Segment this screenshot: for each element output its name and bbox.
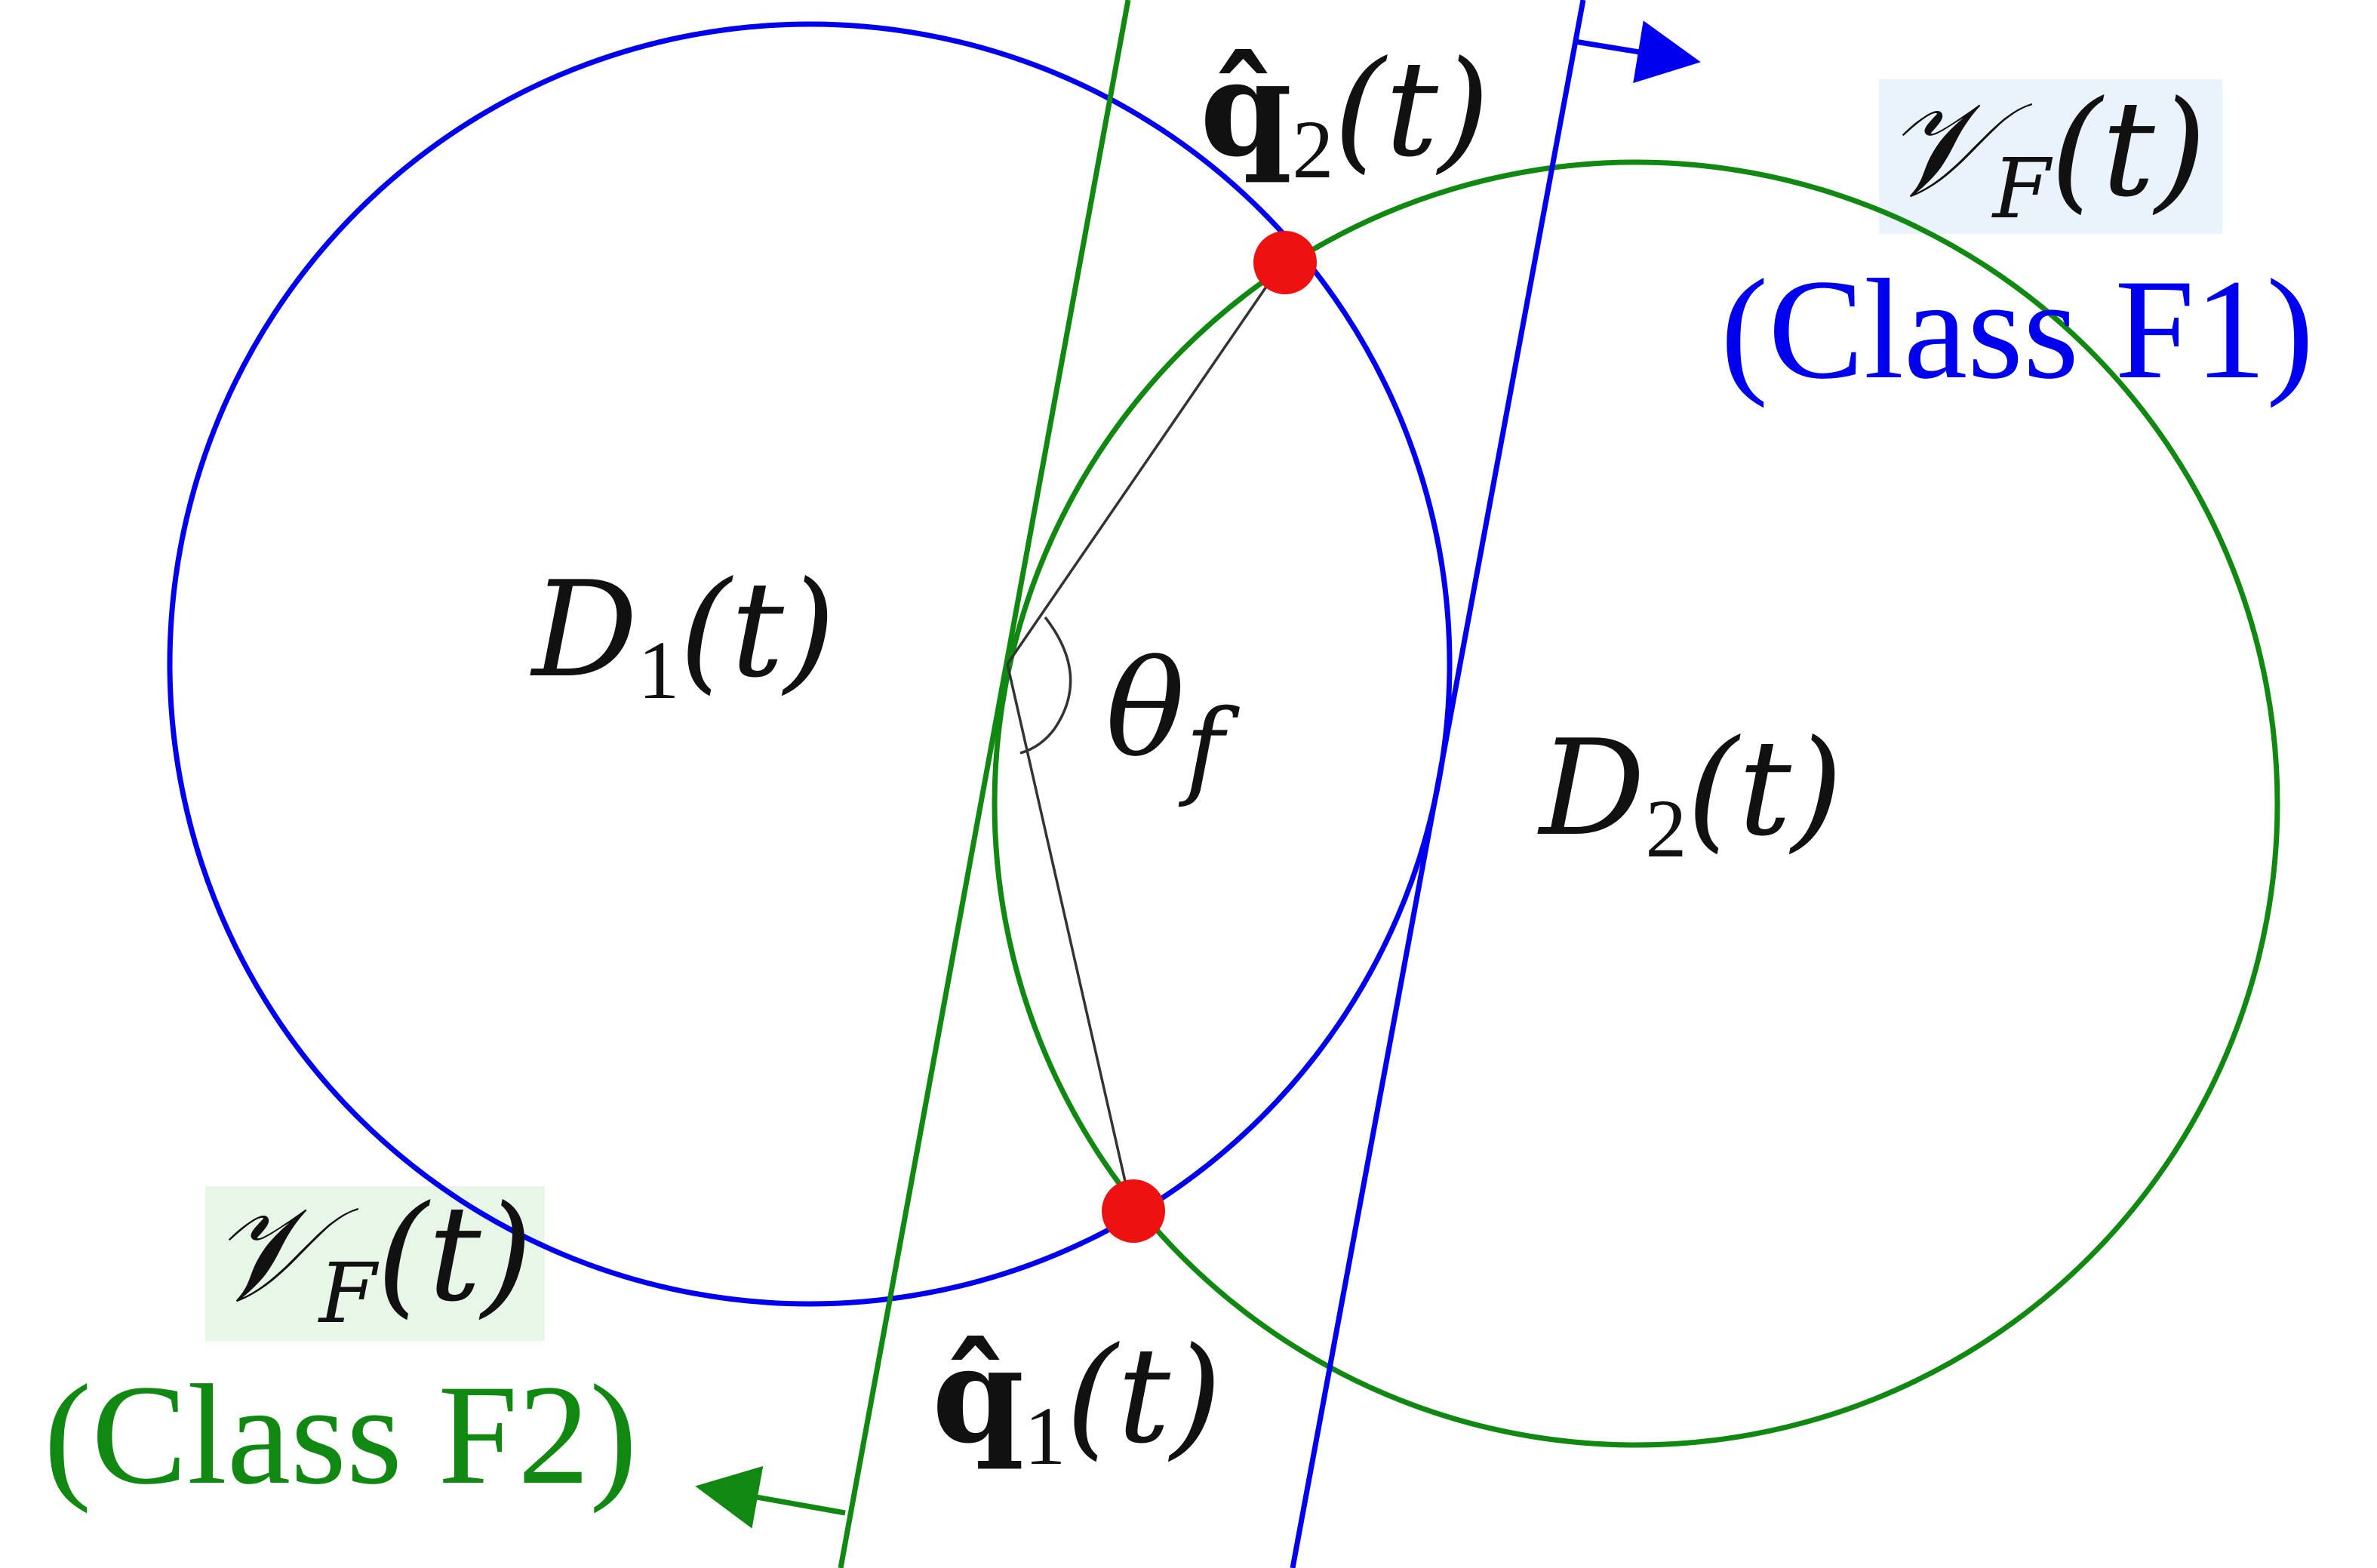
vf-top-label-background: [1879, 79, 2222, 234]
label-vf-top-argument: (t): [2050, 73, 2206, 226]
point-q1: [1102, 1179, 1165, 1243]
label-q2-symbol: q̂: [1200, 32, 1292, 186]
label-theta-subscript: f: [1178, 687, 1240, 810]
label-d1-symbol: D: [530, 554, 638, 707]
blue-boundary-line: [1290, 0, 1586, 1568]
label-q2-argument: (t): [1333, 33, 1490, 186]
label-d2: D2(t): [1537, 712, 1843, 875]
point-q2: [1253, 231, 1317, 294]
label-q1: q̂1(t): [932, 1318, 1222, 1482]
label-vf-bottom-subscript: F: [318, 1245, 380, 1342]
label-d1-argument: (t): [679, 554, 835, 707]
disk-d1-boundary: [167, 21, 1453, 1307]
label-theta-symbol: θ: [1105, 633, 1185, 786]
label-q2: q̂2(t): [1200, 32, 1490, 195]
green-boundary-line: [838, 0, 1131, 1568]
green-normal-arrow: [695, 1465, 846, 1529]
blue-normal-arrow: [1574, 20, 1701, 84]
angle-arc: [1019, 616, 1072, 755]
label-q1-symbol: q̂: [932, 1318, 1024, 1473]
label-q1-argument: (t): [1065, 1320, 1222, 1473]
label-d1-subscript: 1: [638, 624, 679, 716]
angle-ray-to-q1: [1006, 663, 1133, 1212]
label-vf-top-subscript: F: [1991, 140, 2053, 237]
vf-bottom-label-background: [205, 1186, 545, 1341]
label-vf-bottom-argument: (t): [377, 1178, 533, 1331]
label-d2-symbol: D: [1537, 712, 1645, 865]
disk-d2-boundary: [992, 159, 2280, 1448]
label-d2-subscript: 2: [1645, 782, 1687, 875]
label-q2-subscript: 2: [1292, 103, 1333, 195]
label-theta-f: θf: [1105, 633, 1240, 810]
label-q1-subscript: 1: [1024, 1390, 1065, 1482]
label-d2-argument: (t): [1687, 712, 1843, 865]
angle-ray-to-q2: [1006, 262, 1284, 665]
label-class-f2: (Class F2): [44, 1356, 637, 1514]
label-d1: D1(t): [530, 554, 835, 716]
label-class-f1: (Class F1): [1720, 251, 2314, 409]
